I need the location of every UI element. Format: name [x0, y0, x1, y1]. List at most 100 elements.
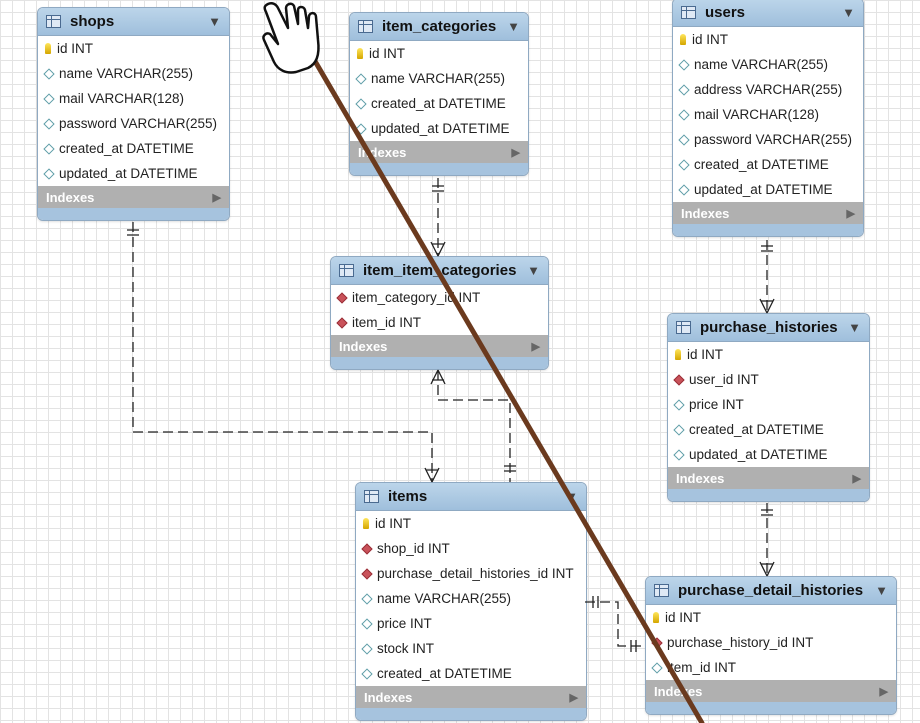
column-diamond-icon [361, 667, 373, 680]
table-icon [681, 6, 696, 19]
column-row[interactable]: created_at DATETIME [350, 91, 528, 116]
column-diamond-icon [678, 58, 690, 71]
expand-arrow-icon[interactable]: ▶ [511, 146, 520, 159]
table-users[interactable]: users ▼ id INT name VARCHAR(255) address… [672, 0, 864, 237]
column-row[interactable]: name VARCHAR(255) [350, 66, 528, 91]
collapse-arrow-icon[interactable]: ▼ [565, 489, 578, 504]
column-diamond-icon [673, 423, 685, 436]
column-label: id INT [369, 46, 406, 61]
indexes-label: Indexes [654, 683, 703, 699]
expand-arrow-icon[interactable]: ▶ [531, 340, 540, 353]
column-row[interactable]: password VARCHAR(255) [38, 111, 229, 136]
column-row[interactable]: id INT [350, 41, 528, 66]
one-marker [432, 185, 444, 192]
column-label: password VARCHAR(255) [59, 116, 218, 131]
many-marker [759, 561, 775, 577]
column-row[interactable]: mail VARCHAR(128) [673, 102, 863, 127]
column-row[interactable]: created_at DATETIME [356, 661, 586, 686]
expand-arrow-icon[interactable]: ▶ [212, 191, 221, 204]
table-shops[interactable]: shops ▼ id INT name VARCHAR(255) mail VA… [37, 7, 230, 221]
column-diamond-icon [355, 122, 367, 135]
many-marker [430, 241, 446, 257]
column-row[interactable]: mail VARCHAR(128) [38, 86, 229, 111]
collapse-arrow-icon[interactable]: ▼ [875, 583, 888, 598]
column-row[interactable]: price INT [668, 392, 869, 417]
column-row[interactable]: purchase_detail_histories_id INT [356, 561, 586, 586]
column-diamond-icon [361, 642, 373, 655]
table-header[interactable]: shops ▼ [38, 8, 229, 36]
column-row[interactable]: item_id INT [331, 310, 548, 335]
table-header[interactable]: item_item_categories ▼ [331, 257, 548, 285]
expand-arrow-icon[interactable]: ▶ [846, 207, 855, 220]
column-row[interactable]: shop_id INT [356, 536, 586, 561]
column-row[interactable]: created_at DATETIME [673, 152, 863, 177]
indexes-bar[interactable]: Indexes▶ [350, 141, 528, 163]
column-row[interactable]: created_at DATETIME [38, 136, 229, 161]
table-header[interactable]: items ▼ [356, 483, 586, 511]
table-header[interactable]: purchase_histories ▼ [668, 314, 869, 342]
hand-cursor-icon [262, 1, 320, 74]
indexes-bar[interactable]: Indexes▶ [668, 467, 869, 489]
table-icon [364, 490, 379, 503]
indexes-bar[interactable]: Indexes ▶ [646, 680, 896, 702]
column-row[interactable]: password VARCHAR(255) [673, 127, 863, 152]
column-row[interactable]: id INT [673, 27, 863, 52]
collapse-arrow-icon[interactable]: ▼ [507, 19, 520, 34]
column-row[interactable]: price INT [356, 611, 586, 636]
table-footer [350, 163, 528, 175]
relationship-line [437, 370, 511, 482]
column-row[interactable]: updated_at DATETIME [350, 116, 528, 141]
table-footer [668, 489, 869, 501]
collapse-arrow-icon[interactable]: ▼ [842, 5, 855, 20]
column-row[interactable]: id INT [646, 605, 896, 630]
column-row[interactable]: updated_at DATETIME [673, 177, 863, 202]
indexes-bar[interactable]: Indexes▶ [331, 335, 548, 357]
column-row[interactable]: item_category_id INT [331, 285, 548, 310]
indexes-bar[interactable]: Indexes▶ [38, 186, 229, 208]
column-row[interactable]: created_at DATETIME [668, 417, 869, 442]
expand-arrow-icon[interactable]: ▶ [879, 685, 888, 698]
column-row[interactable]: id INT [668, 342, 869, 367]
column-row[interactable]: stock INT [356, 636, 586, 661]
one-marker [761, 245, 773, 252]
foreign-key-diamond-icon [361, 567, 373, 580]
column-row[interactable]: updated_at DATETIME [38, 161, 229, 186]
column-row[interactable]: updated_at DATETIME [668, 442, 869, 467]
column-row[interactable]: id INT [38, 36, 229, 61]
table-purchase-histories[interactable]: purchase_histories ▼ id INT user_id INT … [667, 313, 870, 502]
table-title: purchase_detail_histories [678, 582, 864, 599]
column-row[interactable]: purchase_history_id INT [646, 630, 896, 655]
column-label: item_category_id INT [352, 290, 481, 305]
table-item-item-categories[interactable]: item_item_categories ▼ item_category_id … [330, 256, 549, 370]
column-diamond-icon [355, 72, 367, 85]
table-header[interactable]: users ▼ [673, 0, 863, 27]
table-header[interactable]: item_categories ▼ [350, 13, 528, 41]
column-row[interactable]: name VARCHAR(255) [673, 52, 863, 77]
column-row[interactable]: name VARCHAR(255) [38, 61, 229, 86]
foreign-key-diamond-icon [673, 373, 685, 386]
column-row[interactable]: id INT [356, 511, 586, 536]
column-row[interactable]: name VARCHAR(255) [356, 586, 586, 611]
indexes-bar[interactable]: Indexes▶ [673, 202, 863, 224]
collapse-arrow-icon[interactable]: ▼ [848, 320, 861, 335]
many-marker [759, 298, 775, 314]
column-row[interactable]: item_id INT [646, 655, 896, 680]
collapse-arrow-icon[interactable]: ▼ [208, 14, 221, 29]
column-diamond-icon [678, 108, 690, 121]
table-icon [676, 321, 691, 334]
collapse-arrow-icon[interactable]: ▼ [527, 263, 540, 278]
column-row[interactable]: user_id INT [668, 367, 869, 392]
expand-arrow-icon[interactable]: ▶ [852, 472, 861, 485]
indexes-bar[interactable]: Indexes▶ [356, 686, 586, 708]
column-label: purchase_detail_histories_id INT [377, 566, 574, 581]
column-row[interactable]: address VARCHAR(255) [673, 77, 863, 102]
table-items[interactable]: items ▼ id INT shop_id INT purchase_deta… [355, 482, 587, 721]
expand-arrow-icon[interactable]: ▶ [569, 691, 578, 704]
column-diamond-icon [673, 398, 685, 411]
table-item-categories[interactable]: item_categories ▼ id INT name VARCHAR(25… [349, 12, 529, 176]
table-purchase-detail-histories[interactable]: purchase_detail_histories ▼ id INT purch… [645, 576, 897, 715]
key-icon [363, 518, 369, 529]
table-header[interactable]: purchase_detail_histories ▼ [646, 577, 896, 605]
column-label: stock INT [377, 641, 435, 656]
column-label: id INT [692, 32, 729, 47]
